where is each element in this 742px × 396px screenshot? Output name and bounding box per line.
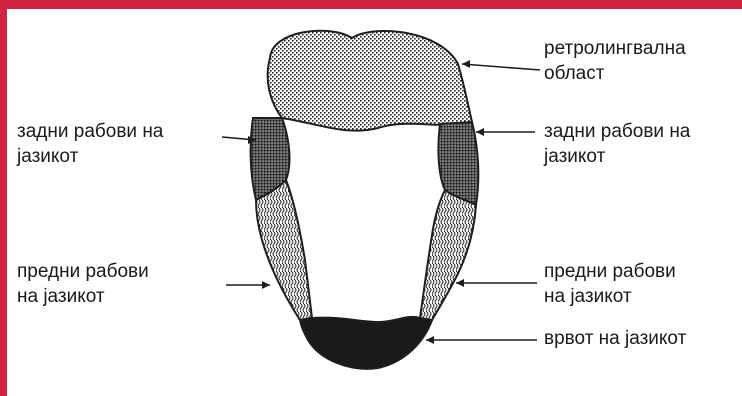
front-edge-left-region	[256, 180, 312, 320]
front-edge-right-region	[420, 190, 476, 320]
leader-retrolingual	[462, 64, 540, 70]
label-back-edges-right: задни рабови на јазикот	[544, 119, 690, 169]
label-back-edges-left: задни рабови на јазикот	[17, 119, 163, 169]
label-tongue-tip: врвот на јазикот	[544, 326, 686, 351]
retrolingual-region	[268, 31, 472, 131]
tongue-tip-region	[300, 317, 432, 369]
label-retrolingual: ретролингвална област	[544, 36, 686, 86]
label-front-edges-right: предни рабови на јазикот	[544, 259, 676, 309]
label-front-edges-left: предни рабови на јазикот	[17, 259, 149, 309]
